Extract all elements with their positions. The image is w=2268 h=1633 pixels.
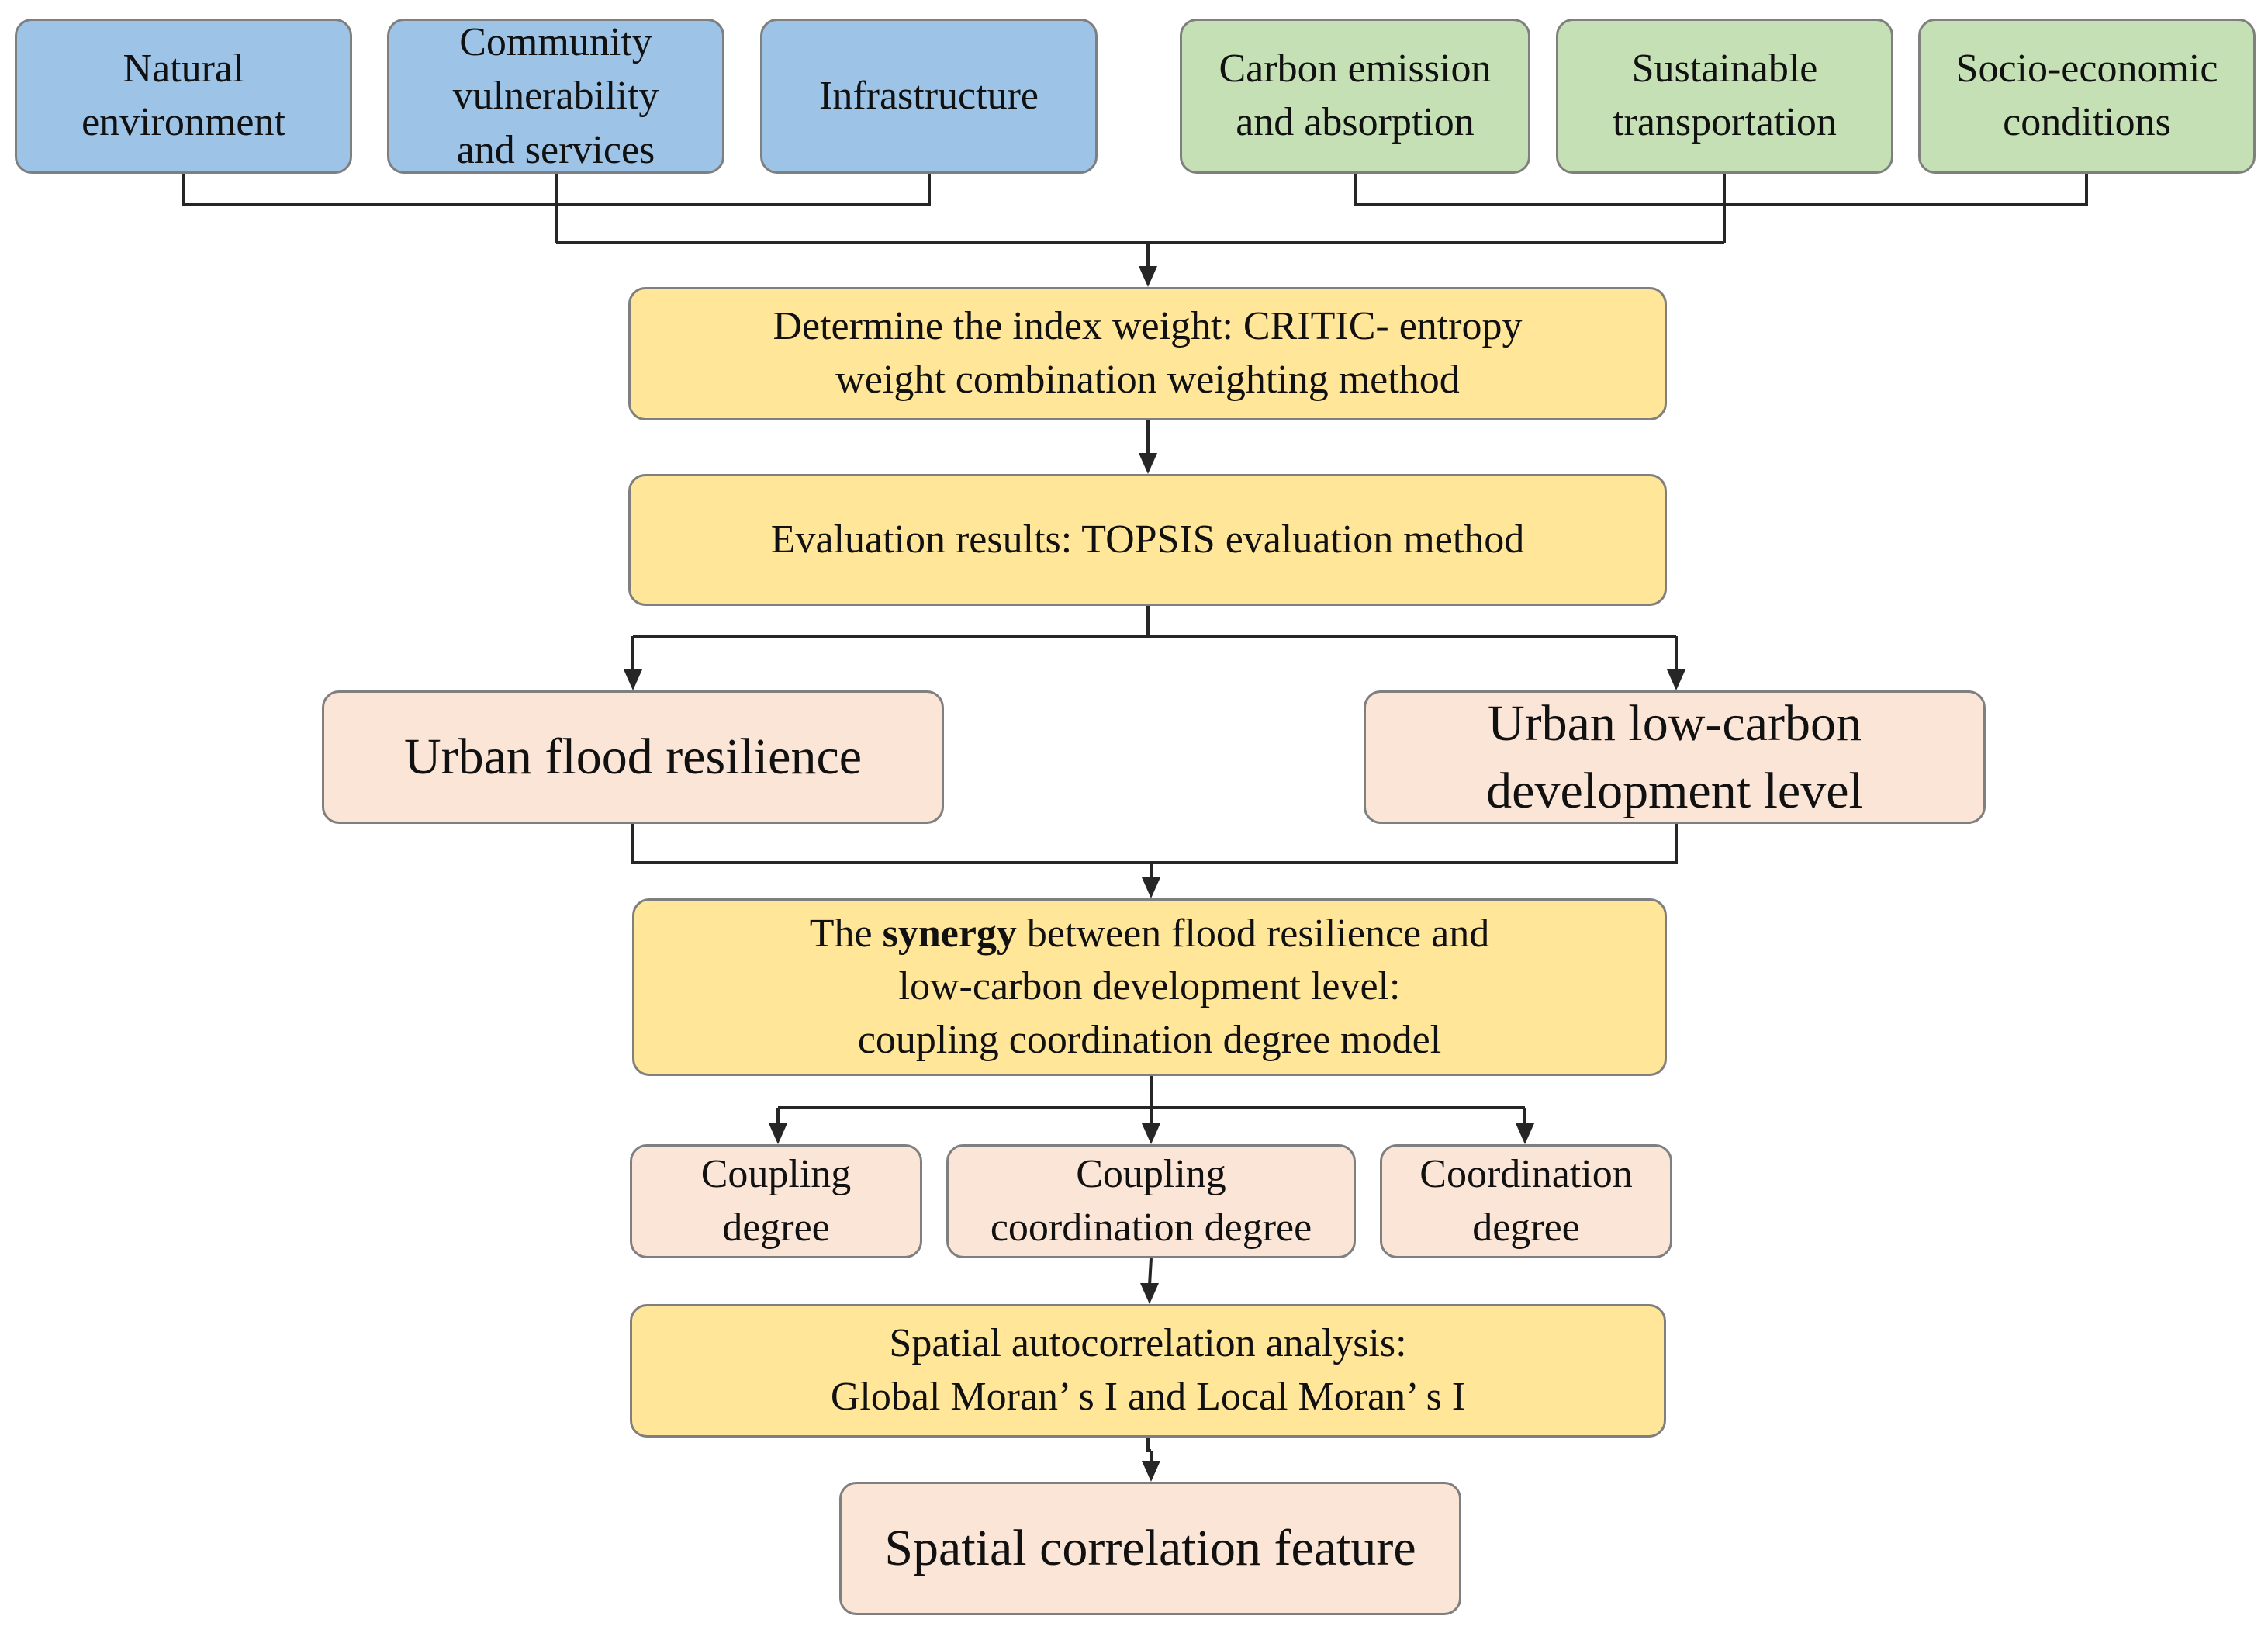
low-carbon-indicators-bracket [1354, 174, 2088, 243]
carbon-emission-label: Carbon emission and absorption [1219, 47, 1492, 144]
community-vulnerability-box: Community vulnerability and services [387, 19, 724, 174]
arrowhead-index-weight [1139, 266, 1157, 287]
synergy-bold-word: synergy [882, 911, 1017, 956]
final-connector [1146, 1438, 1151, 1452]
coordination-degree-box: Coordination degree [1380, 1144, 1672, 1258]
arrowheads [624, 266, 1685, 1482]
carbon-emission-box: Carbon emission and absorption [1180, 19, 1530, 174]
synergy-prefix: The [809, 911, 883, 956]
synergy-split-line [778, 1076, 1525, 1109]
sustainable-transportation-label: Sustainable transportation [1613, 47, 1837, 144]
sustainable-transportation-box: Sustainable transportation [1556, 19, 1893, 174]
arrow-to-spatial-autocorrelation [1148, 1258, 1153, 1286]
evaluation-split-line [633, 606, 1676, 638]
arrowhead-synergy [1142, 877, 1160, 898]
index-weight-box: Determine the index weight: CRITIC- entr… [628, 287, 1667, 420]
spatial-autocorrelation-box: Spatial autocorrelation analysis: Global… [630, 1304, 1666, 1438]
socio-economic-label: Socio-economic conditions [1955, 47, 2218, 144]
index-weight-label: Determine the index weight: CRITIC- entr… [773, 304, 1523, 402]
infrastructure-label: Infrastructure [819, 73, 1039, 118]
urban-flood-resilience-box: Urban flood resilience [322, 690, 944, 824]
arrowhead-evaluation [1139, 453, 1157, 474]
arrowhead-spatial-correlation-feature [1142, 1461, 1160, 1482]
arrowhead-coupling-degree [769, 1123, 787, 1144]
urban-flood-resilience-label: Urban flood resilience [403, 728, 863, 786]
results-merge-line [631, 824, 1678, 864]
coupling-coordination-degree-box: Coupling coordination degree [946, 1144, 1356, 1258]
socio-economic-box: Socio-economic conditions [1918, 19, 2256, 174]
arrowhead-spatial-autocorrelation [1140, 1283, 1159, 1304]
coupling-degree-box: Coupling degree [630, 1144, 922, 1258]
urban-low-carbon-label: Urban low-carbon development level [1486, 694, 1863, 819]
natural-environment-box: Natural environment [15, 19, 352, 174]
infrastructure-box: Infrastructure [760, 19, 1098, 174]
community-vulnerability-label: Community vulnerability and services [452, 20, 659, 172]
coupling-degree-label: Coupling degree [700, 1151, 852, 1250]
arrowhead-low-carbon [1667, 669, 1685, 690]
coupling-coordination-degree-label: Coupling coordination degree [990, 1151, 1312, 1250]
arrowhead-coupling-coordination-degree [1142, 1123, 1160, 1144]
arrowhead-coordination-degree [1516, 1123, 1534, 1144]
spatial-correlation-feature-box: Spatial correlation feature [839, 1482, 1461, 1615]
synergy-suffix: between flood resilience and low-carbon … [857, 911, 1490, 1062]
spatial-autocorrelation-label: Spatial autocorrelation analysis: Global… [830, 1321, 1466, 1419]
natural-environment-label: Natural environment [81, 47, 285, 144]
flood-indicators-bracket [182, 174, 931, 243]
urban-low-carbon-box: Urban low-carbon development level [1364, 690, 1986, 824]
spatial-correlation-feature-label: Spatial correlation feature [884, 1520, 1416, 1577]
arrowhead-flood-resilience [624, 669, 642, 690]
coordination-degree-label: Coordination degree [1419, 1151, 1633, 1250]
evaluation-results-box: Evaluation results: TOPSIS evaluation me… [628, 474, 1667, 606]
synergy-label: The synergy between flood resilience and… [810, 908, 1489, 1067]
evaluation-results-label: Evaluation results: TOPSIS evaluation me… [770, 517, 1525, 562]
synergy-box: The synergy between flood resilience and… [632, 898, 1667, 1076]
